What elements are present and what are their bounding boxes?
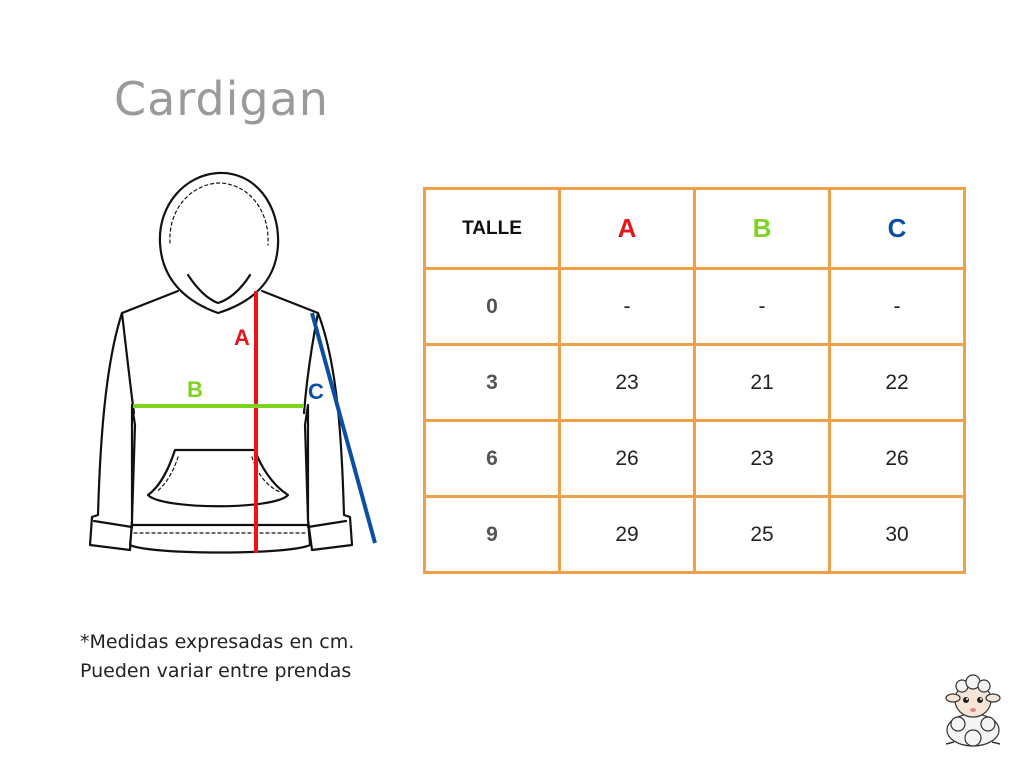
cell-a: 26: [558, 419, 696, 498]
page-title: Cardigan: [114, 72, 329, 126]
header-c: C: [828, 187, 966, 270]
label-b: B: [187, 377, 203, 402]
table-row: 6 26 23 26: [423, 419, 966, 498]
size-table: TALLE A B C 0 - - - 3 23 21 22 6 26 23 2…: [423, 187, 966, 574]
pocket-outline: [146, 448, 290, 508]
table-header-row: TALLE A B C: [423, 187, 966, 270]
measure-line-c: [310, 312, 377, 544]
note-line-2: Pueden variar entre prendas: [80, 660, 352, 682]
cell-c: -: [828, 267, 966, 346]
measurement-note: *Medidas expresadas en cm. Pueden variar…: [80, 628, 354, 686]
cell-talle: 9: [423, 495, 561, 574]
note-line-1: *Medidas expresadas en cm.: [80, 631, 355, 653]
table-row: 3 23 21 22: [423, 343, 966, 422]
label-a: A: [234, 325, 250, 350]
cell-c: 30: [828, 495, 966, 574]
cell-talle: 6: [423, 419, 561, 498]
cell-b: 21: [693, 343, 831, 422]
body-outline: [88, 289, 354, 554]
cell-c: 26: [828, 419, 966, 498]
table-row: 0 - - -: [423, 267, 966, 346]
cell-talle: 3: [423, 343, 561, 422]
header-talle: TALLE: [423, 187, 561, 270]
cell-c: 22: [828, 343, 966, 422]
cell-a: -: [558, 267, 696, 346]
hoodie-diagram: A B C: [88, 171, 377, 554]
cell-a: 29: [558, 495, 696, 574]
sheep-icon: [945, 674, 1001, 747]
header-a: A: [558, 187, 696, 270]
cell-a: 23: [558, 343, 696, 422]
cell-b: -: [693, 267, 831, 346]
label-c: C: [308, 379, 324, 404]
cell-b: 23: [693, 419, 831, 498]
cell-b: 25: [693, 495, 831, 574]
hood-outline: [158, 171, 280, 315]
header-b: B: [693, 187, 831, 270]
cell-talle: 0: [423, 267, 561, 346]
table-row: 9 29 25 30: [423, 495, 966, 574]
